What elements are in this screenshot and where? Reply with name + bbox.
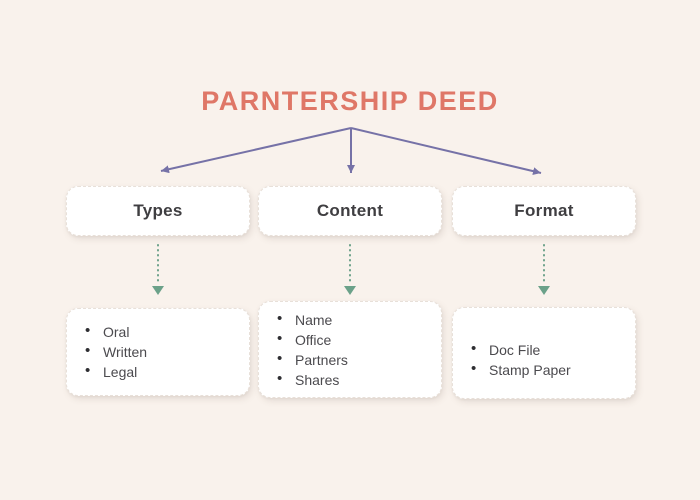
green-arrowhead-content-icon [344, 286, 356, 295]
types-items: Oral Written Legal [67, 320, 249, 384]
content-list-card: Name Office Partners Shares [258, 301, 442, 398]
node-types-label: Types [133, 201, 183, 220]
list-item: Partners [277, 351, 441, 368]
list-item: Oral [85, 323, 249, 340]
list-item: Doc File [471, 341, 635, 358]
node-format: Format [452, 186, 636, 236]
node-content: Content [258, 186, 442, 236]
green-arrowhead-types-icon [152, 286, 164, 295]
list-item: Shares [277, 371, 441, 388]
list-item: Legal [85, 363, 249, 380]
diagram-title: PARNTERSHIP DEED [201, 86, 499, 116]
list-item: Office [277, 331, 441, 348]
list-item: Name [277, 311, 441, 328]
node-content-label: Content [316, 201, 384, 220]
format-list-card: Doc File Stamp Paper [452, 307, 636, 399]
list-item: Written [85, 343, 249, 360]
list-item: Stamp Paper [471, 361, 635, 378]
purple-arrow-to-types [160, 127, 352, 174]
purple-arrow-to-format [350, 127, 542, 176]
node-types: Types [66, 186, 250, 236]
node-format-label: Format [514, 201, 574, 220]
types-list-card: Oral Written Legal [66, 308, 250, 396]
green-arrowhead-format-icon [538, 286, 550, 295]
format-items: Doc File Stamp Paper [453, 338, 635, 382]
content-items: Name Office Partners Shares [259, 308, 441, 392]
